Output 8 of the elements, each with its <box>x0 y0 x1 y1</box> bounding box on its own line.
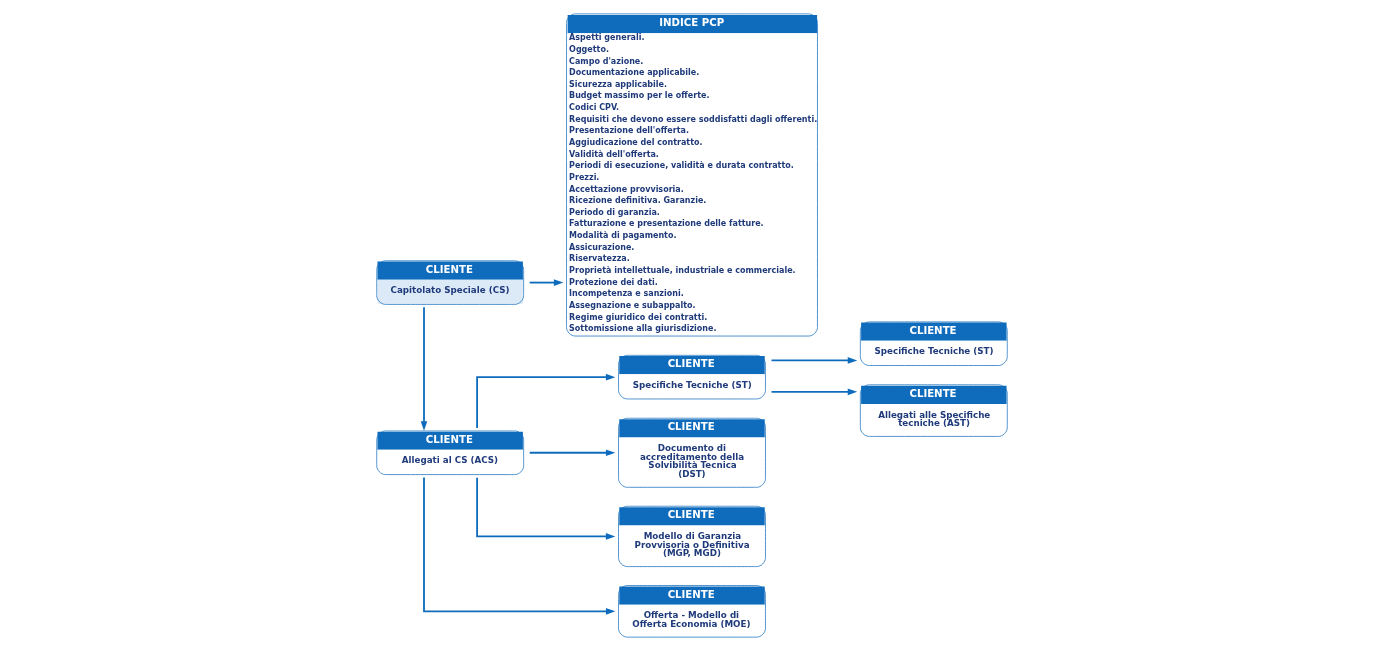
arrow <box>770 357 857 364</box>
arrow <box>770 388 857 396</box>
arrow <box>528 279 563 286</box>
arrow <box>475 373 615 429</box>
arrow <box>475 476 615 540</box>
arrow <box>422 476 615 615</box>
arrow <box>420 306 427 431</box>
arrow <box>528 449 615 457</box>
